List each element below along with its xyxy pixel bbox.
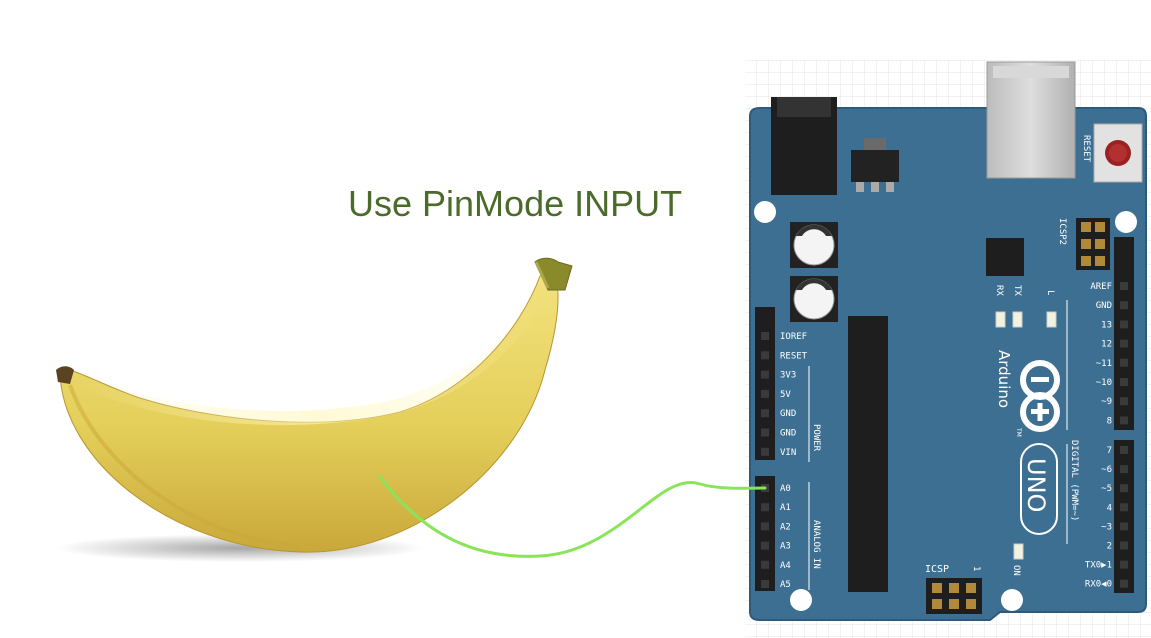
header-pin-socket[interactable] <box>1120 579 1128 588</box>
analog-header <box>755 476 775 591</box>
analog-group-label: ANALOG IN <box>811 520 821 569</box>
icsp-label: ICSP <box>925 564 949 575</box>
atmega-chip <box>848 316 888 592</box>
pin-label: ~5 <box>1101 484 1112 494</box>
header-pin-socket[interactable] <box>761 428 769 437</box>
header-pin-socket[interactable] <box>761 580 769 588</box>
header-pin-socket[interactable] <box>1120 541 1128 550</box>
mounting-hole <box>790 589 812 611</box>
pin-label: 7 <box>1107 446 1112 456</box>
power-header <box>755 307 775 460</box>
pin-label: A1 <box>780 503 791 513</box>
header-pin-socket[interactable] <box>1120 358 1128 367</box>
header-pin-socket[interactable] <box>761 389 769 398</box>
pin-label: 8 <box>1107 416 1112 426</box>
led-l-label: L <box>1045 290 1055 295</box>
header-pin-socket[interactable] <box>1120 503 1128 512</box>
arduino-logo <box>1020 360 1060 432</box>
mounting-hole <box>1115 211 1137 233</box>
pin-label: VIN <box>780 448 796 458</box>
reset-label: RESET <box>1081 135 1091 163</box>
pin-label: ~6 <box>1101 465 1112 475</box>
on-label: ON <box>1011 565 1021 576</box>
header-pin-socket[interactable] <box>1120 560 1128 569</box>
voltage-regulator <box>851 138 899 192</box>
power-group-label: POWER <box>811 424 821 452</box>
header-pin-socket[interactable] <box>761 447 769 456</box>
pin-label: A3 <box>780 542 791 552</box>
pin-label: A2 <box>780 522 791 532</box>
header-pin-socket[interactable] <box>761 409 769 418</box>
digital-header-lower <box>1114 440 1134 593</box>
pin-label: GND <box>1096 301 1112 311</box>
header-pin-socket[interactable] <box>1120 397 1128 406</box>
led-tx-label: TX <box>1012 285 1022 296</box>
header-pin-socket[interactable] <box>1120 282 1128 290</box>
pin-label: 2 <box>1107 542 1112 552</box>
led-on <box>1013 543 1024 560</box>
header-pin-socket[interactable] <box>761 370 769 379</box>
icsp2-header <box>1076 218 1110 270</box>
header-pin-socket[interactable] <box>1120 446 1128 454</box>
caption-label: Use PinMode INPUT <box>348 183 683 224</box>
pin-label: 4 <box>1107 503 1112 513</box>
pin-label: ~10 <box>1096 378 1112 388</box>
pin-label: A4 <box>780 561 791 571</box>
pin-label: ~3 <box>1101 522 1112 532</box>
pin-label: RESET <box>780 351 808 361</box>
header-pin-socket[interactable] <box>761 503 769 512</box>
pin-label: IOREF <box>780 332 807 342</box>
capacitor <box>790 276 838 322</box>
capacitor <box>790 222 838 268</box>
header-pin-socket[interactable] <box>761 541 769 550</box>
mounting-hole <box>754 201 776 223</box>
led-rx <box>995 311 1006 328</box>
model-label: UNO <box>1022 458 1050 512</box>
pin-label: A0 <box>780 484 791 494</box>
banana-image <box>55 257 573 562</box>
icsp-pin1-label: 1 <box>971 566 981 571</box>
pin-label: ~9 <box>1101 397 1112 407</box>
pin-label: 13 <box>1101 320 1112 330</box>
led-rx-label: RX <box>994 285 1004 296</box>
brand-label: Arduino <box>995 350 1013 408</box>
header-pin-socket[interactable] <box>1120 484 1128 493</box>
header-pin-socket[interactable] <box>761 351 769 360</box>
icsp2-label: ICSP2 <box>1057 218 1067 245</box>
led-l <box>1046 311 1057 328</box>
arduino-uno-board: RESET ICSP2 <box>749 61 1147 621</box>
header-pin-socket[interactable] <box>1120 416 1128 425</box>
pin-label: GND <box>780 409 796 419</box>
usb-port <box>986 61 1076 179</box>
pin-label: GND <box>780 429 796 439</box>
header-pin-socket[interactable] <box>1120 465 1128 474</box>
usb-chip <box>986 238 1024 276</box>
header-pin-socket[interactable] <box>1120 339 1128 348</box>
digital-header-upper <box>1114 237 1134 430</box>
led-tx <box>1012 311 1023 328</box>
digital-group-label: DIGITAL (PWM=~) <box>1069 440 1079 521</box>
pin-label: A5 <box>780 580 791 590</box>
header-pin-socket[interactable] <box>1120 320 1128 329</box>
pin-label: 3V3 <box>780 371 796 381</box>
pin-label: 12 <box>1101 340 1112 350</box>
pin-label: RX0◀0 <box>1085 580 1112 590</box>
pin-label: 5V <box>780 390 791 400</box>
icsp-header <box>926 578 982 614</box>
header-pin-socket[interactable] <box>761 560 769 569</box>
pin-label: TX0▶1 <box>1085 561 1112 571</box>
uno-badge <box>1020 443 1058 535</box>
jumper-wire[interactable] <box>378 475 767 558</box>
header-pin-socket[interactable] <box>1120 301 1128 310</box>
pin-label: AREF <box>1090 282 1112 292</box>
header-pin-socket[interactable] <box>761 332 769 340</box>
pin-label: ~11 <box>1096 359 1112 369</box>
trademark-label: TM <box>1015 427 1022 437</box>
header-pin-socket[interactable] <box>1120 522 1128 531</box>
reset-button[interactable] <box>1093 123 1143 183</box>
mounting-hole <box>1001 589 1023 611</box>
header-pin-socket[interactable] <box>1120 378 1128 386</box>
header-pin-socket[interactable] <box>761 522 769 531</box>
